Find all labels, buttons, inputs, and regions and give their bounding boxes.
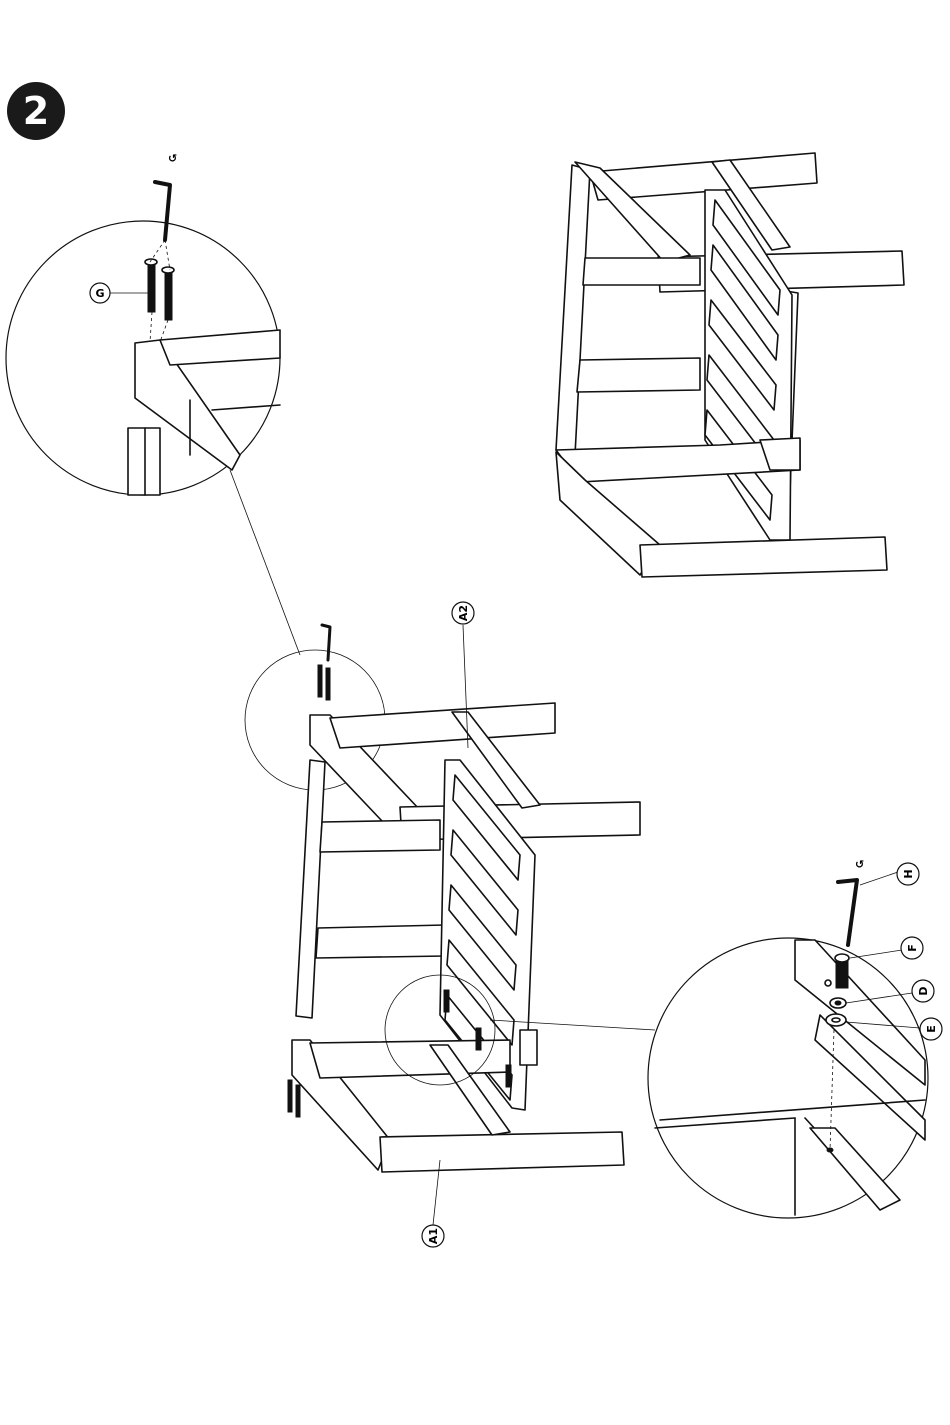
- label-d: D: [917, 986, 930, 995]
- label-f: F: [906, 944, 919, 952]
- svg-text:↺: ↺: [855, 858, 864, 871]
- assembled-frame-view: [556, 153, 904, 577]
- detail-circle-bottom: ↺ H F D E: [648, 858, 942, 1218]
- label-e: E: [925, 1025, 938, 1033]
- callout-leader-top: [230, 470, 300, 655]
- label-h: H: [902, 869, 915, 878]
- label-a1: A1: [427, 1228, 440, 1244]
- detail-circle-top: ↺ G: [6, 152, 280, 495]
- svg-text:↺: ↺: [168, 152, 177, 165]
- label-g: G: [95, 287, 104, 300]
- exploded-assembly-view: A2 A1: [245, 602, 640, 1247]
- label-a2: A2: [457, 605, 470, 621]
